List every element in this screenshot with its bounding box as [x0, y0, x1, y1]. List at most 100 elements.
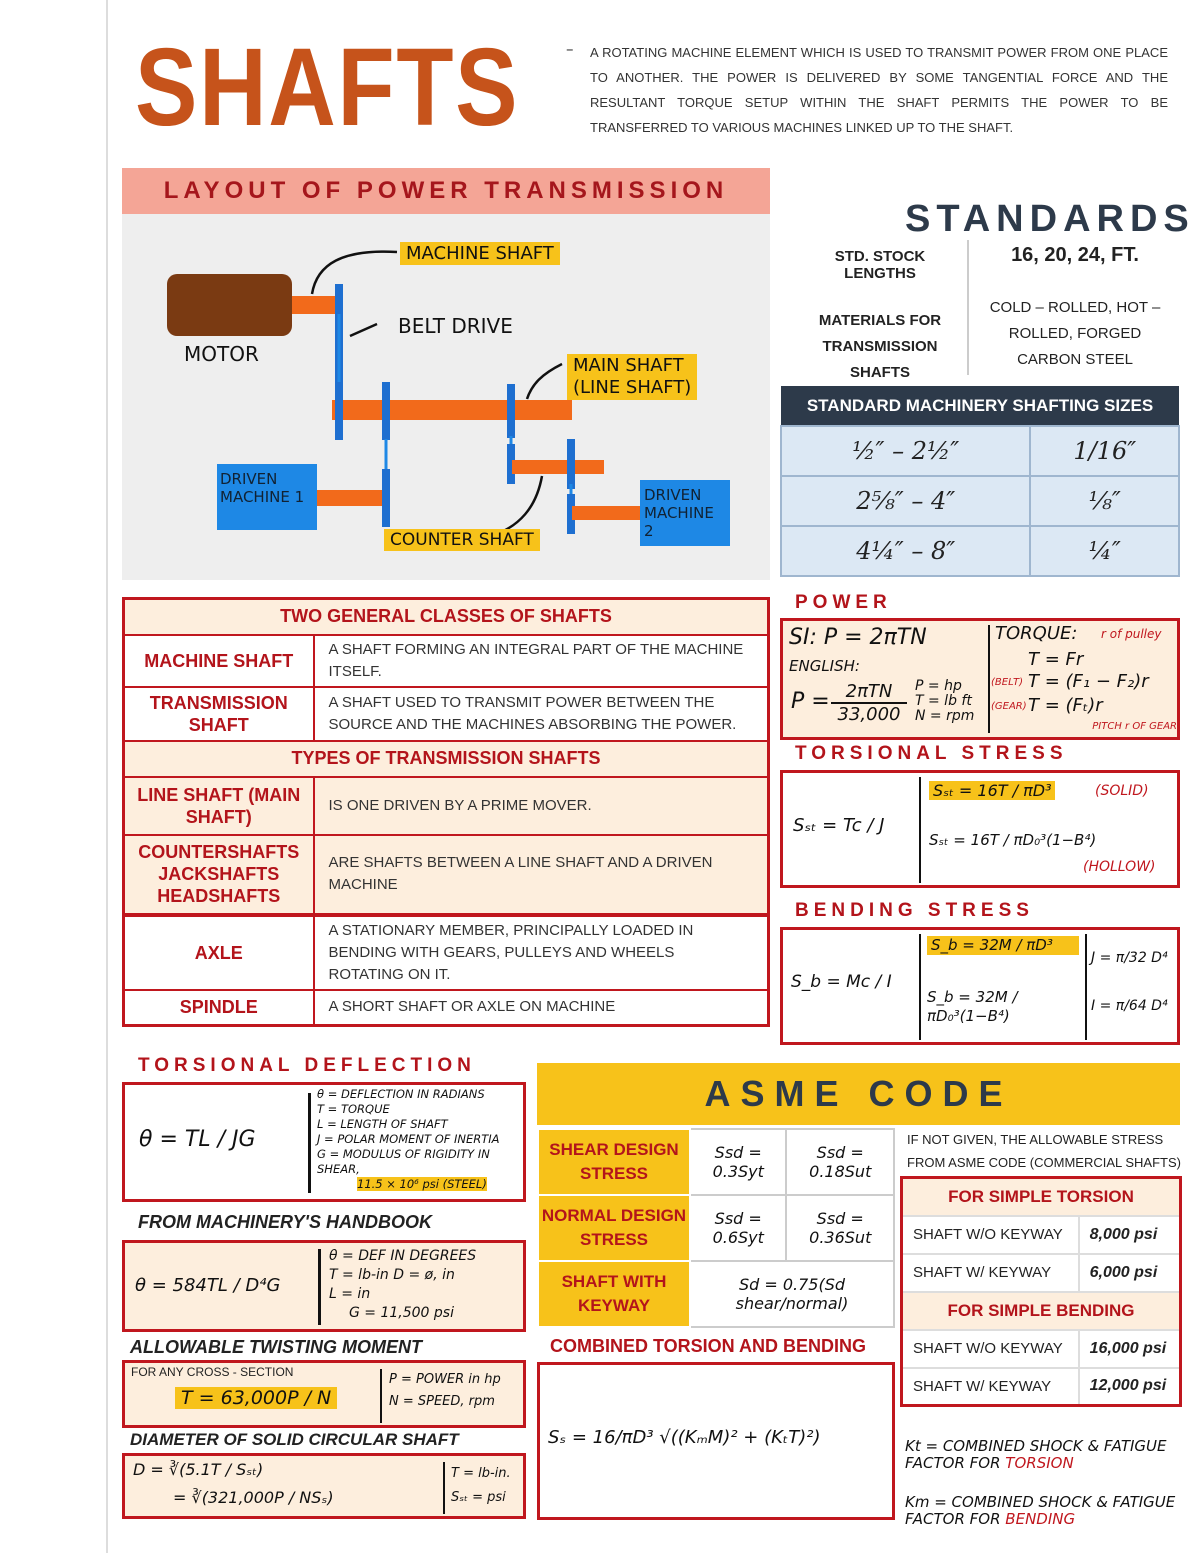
- classes-title: TWO GENERAL CLASSES OF SHAFTS: [122, 597, 770, 636]
- types-title: TYPES OF TRANSMISSION SHAFTS: [122, 739, 770, 778]
- twisting-note: FOR ANY CROSS - SECTION: [131, 1365, 294, 1379]
- main-shaft-bar: [332, 400, 572, 420]
- term: SHAFT W/ KEYWAY: [900, 1366, 1080, 1407]
- value: 8,000 psi: [1077, 1214, 1182, 1255]
- standards-title: STANDARDS: [905, 198, 1195, 240]
- handbook-box: θ = 584TL / D⁴G θ = DEF IN DEGREES T = l…: [122, 1240, 526, 1332]
- divider: [919, 777, 921, 883]
- diameter-formula-2: = ∛(321,000P / NSₛ): [173, 1488, 334, 1507]
- legend-item: T = lb-in D = ø, in: [329, 1267, 455, 1283]
- value: Sd = 0.75(Sd shear/normal): [689, 1260, 895, 1328]
- gear-label: (GEAR): [991, 701, 1027, 712]
- size-increment: ¼″: [1029, 525, 1180, 577]
- handbook-title: FROM MACHINERY'S HANDBOOK: [138, 1212, 432, 1232]
- asme-title: ASME CODE: [537, 1063, 1180, 1125]
- legend-item: θ = DEFLECTION IN RADIANS: [317, 1087, 485, 1101]
- term: SHAFT W/O KEYWAY: [900, 1328, 1080, 1369]
- legend-item: G = 11,500 psi: [349, 1305, 454, 1321]
- belt-formula: T = (F₁ − F₂)r: [1028, 671, 1149, 692]
- arrow: [525, 362, 563, 400]
- solid-formula: Sₛₜ = 16T / πD³: [929, 781, 1056, 800]
- term: SPINDLE: [122, 988, 315, 1027]
- term: NORMAL DESIGN STRESS: [537, 1194, 691, 1262]
- handbook-legend: θ = DEF IN DEGREES T = lb-in D = ø, in L…: [329, 1247, 476, 1323]
- twisting-box: FOR ANY CROSS - SECTION T = 63,000P / N …: [122, 1360, 526, 1428]
- motor-shaft: [292, 296, 337, 314]
- diagram-drawing: [167, 250, 730, 546]
- torsional-stress-box: Sₛₜ = Tc / J Sₛₜ = 16T / πD³ (SOLID) Sₛₜ…: [780, 770, 1180, 888]
- j-formula: J = π/32 D⁴: [1091, 950, 1168, 966]
- diameter-formula-1: D = ∛(5.1T / Sₛₜ): [133, 1460, 264, 1479]
- divider: [919, 934, 921, 1040]
- layout-title: LAYOUT OF POWER TRANSMISSION: [122, 168, 770, 214]
- size-range: ½″ – 2½″: [779, 425, 1032, 477]
- unit: T = lb ft: [915, 693, 972, 709]
- asme-note: IF NOT GIVEN, THE ALLOWABLE STRESS FROM …: [907, 1132, 1181, 1170]
- power-transmission-diagram: MACHINE SHAFT BELT DRIVE MOTOR MAIN SHAF…: [122, 214, 770, 580]
- km-definition: Km = COMBINED SHOCK & FATIGUE FACTOR FOR…: [905, 1494, 1185, 1528]
- value: Ssd = 0.3Syt: [688, 1128, 788, 1196]
- deflection-box: θ = TL / JG θ = DEFLECTION IN RADIANS T …: [122, 1082, 526, 1202]
- torsional-main-formula: Sₛₜ = Tc / J: [793, 815, 885, 836]
- definition: A shaft forming an integral part of the …: [312, 633, 770, 688]
- kt-definition: Kt = COMBINED SHOCK & FATIGUE FACTOR FOR…: [905, 1438, 1185, 1472]
- page-title: SHAFTS: [135, 26, 520, 149]
- deflection-formula: θ = TL / JG: [139, 1127, 256, 1152]
- torsional-stress-title: TORSIONAL STRESS: [795, 743, 1068, 764]
- table-row: COUNTERSHAFTS JACKSHAFTS HEADSHAFTSAre s…: [122, 833, 770, 916]
- term: MACHINE SHAFT: [122, 633, 315, 688]
- table-row: LINE SHAFT (MAIN SHAFT)Is one driven by …: [122, 775, 770, 836]
- label-counter-shaft: COUNTER SHAFT: [384, 529, 540, 551]
- bending-hollow-formula: S_b = 32M / πD₀³(1−B⁴): [927, 988, 1018, 1025]
- pulley: [507, 384, 515, 438]
- twisting-title: ALLOWABLE TWISTING MOMENT: [130, 1337, 422, 1357]
- divider: [988, 625, 990, 733]
- table-row: ½″ – 2½″1/16″: [779, 425, 1180, 477]
- torque-formula: T = Fr: [1028, 649, 1084, 670]
- value: 12,000 psi: [1077, 1366, 1182, 1407]
- driven-shaft-1: [317, 490, 387, 506]
- margin-line: [106, 0, 108, 1553]
- label-machine-shaft: MACHINE SHAFT: [400, 242, 560, 265]
- sizes-title: STANDARD MACHINERY SHAFTING SIZES: [781, 386, 1179, 426]
- label-belt-drive: BELT DRIVE: [398, 314, 513, 338]
- english-p: P =: [791, 689, 830, 714]
- pulley: [567, 494, 575, 534]
- hollow-formula: Sₛₜ = 16T / πD₀³(1−B⁴): [929, 831, 1097, 849]
- english-label: ENGLISH:: [789, 657, 860, 675]
- materials-label: MATERIALS FOR TRANSMISSION SHAFTS: [818, 312, 942, 381]
- value: 6,000 psi: [1077, 1252, 1182, 1293]
- km-word: BENDING: [1005, 1510, 1076, 1528]
- divider: [967, 240, 969, 375]
- term: SHAFT W/O KEYWAY: [900, 1214, 1080, 1255]
- definition: Are shafts between a line shaft and a dr…: [312, 833, 770, 916]
- bending-main-formula: S_b = Mc / I: [791, 972, 892, 992]
- combined-title: COMBINED TORSION AND BENDING: [550, 1336, 867, 1356]
- divider: [308, 1093, 311, 1193]
- label-driven-2: DRIVEN MACHINE 2: [644, 486, 714, 540]
- label-driven-1: DRIVEN MACHINE 1: [220, 470, 305, 506]
- i-formula: I = π/64 D⁴: [1091, 998, 1168, 1014]
- motor-shape: [167, 274, 292, 336]
- driven-shaft-2: [572, 506, 642, 520]
- g-value: 11.5 × 10⁶ psi (STEEL): [357, 1177, 487, 1191]
- legend-item: N = SPEED, rpm: [389, 1394, 495, 1409]
- term: SHAFT W/ KEYWAY: [900, 1252, 1080, 1293]
- value: Ssd = 0.18Sut: [785, 1128, 895, 1196]
- arrow: [349, 322, 378, 338]
- shafting-sizes-table: STANDARD MACHINERY SHAFTING SIZES ½″ – 2…: [779, 386, 1180, 577]
- legend-item: T = lb-in.: [451, 1466, 511, 1481]
- main-shaft-text: MAIN SHAFT: [573, 355, 684, 376]
- term: COUNTERSHAFTS JACKSHAFTS HEADSHAFTS: [122, 833, 315, 916]
- kt-word: TORSION: [1005, 1454, 1074, 1472]
